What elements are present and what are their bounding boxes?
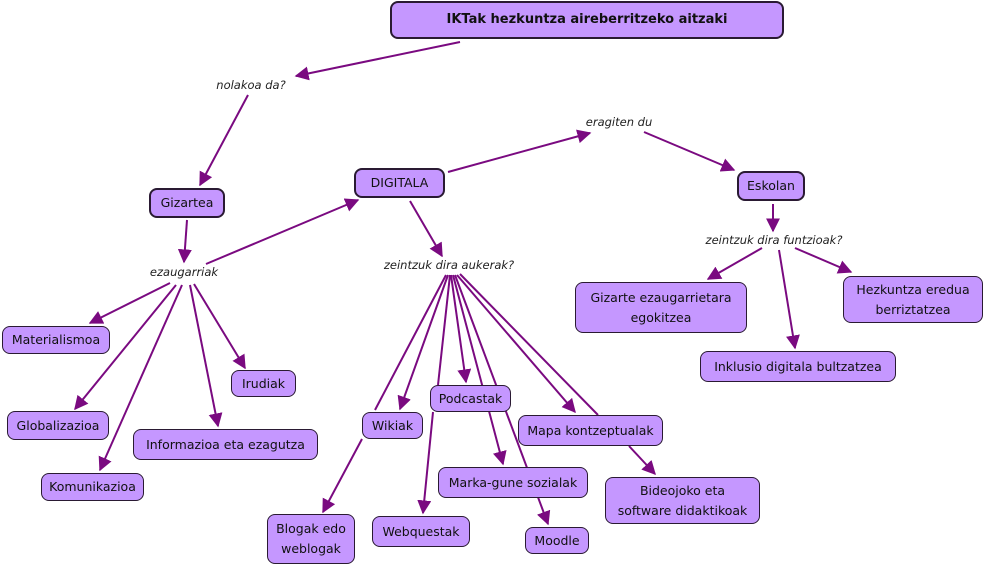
edge-eragiten-eskolan xyxy=(643,131,736,172)
edge-aukerak-webquestak-1 xyxy=(437,274,451,386)
node-wikiak[interactable]: Wikiak xyxy=(362,412,423,439)
edge-aukerak-wikiak xyxy=(397,274,449,411)
node-irudiak[interactable]: Irudiak xyxy=(231,370,296,397)
node-materialismoa[interactable]: Materialismoa xyxy=(2,326,110,354)
edge-nolakoa-gizartea xyxy=(199,94,249,187)
link-zeintzuk-aukerak: zeintzuk dira aukerak? xyxy=(381,258,517,272)
link-ezaugarriak: ezaugarriak xyxy=(147,265,221,279)
link-eragiten-du: eragiten du xyxy=(583,115,655,129)
node-blogak[interactable]: Blogak edo weblogak xyxy=(267,514,355,564)
edge-ezaugarriak-irudiak xyxy=(193,283,246,370)
edge-wikiak-blogak xyxy=(322,438,363,514)
edge-digitala-eragiten xyxy=(447,129,592,173)
node-komunikazioa[interactable]: Komunikazioa xyxy=(41,473,144,501)
edge-root-nolakoa xyxy=(294,41,461,81)
node-inklusio-digitala[interactable]: Inklusio digitala bultzatzea xyxy=(700,351,896,382)
node-webquestak[interactable]: Webquestak xyxy=(372,516,470,547)
node-gizarte-egokitzea[interactable]: Gizarte ezaugarrietara egokitzea xyxy=(575,282,747,333)
node-eskolan[interactable]: Eskolan xyxy=(737,171,805,201)
node-marka-gune[interactable]: Marka-gune sozialak xyxy=(438,467,588,498)
node-informazioa[interactable]: Informazioa eta ezagutza xyxy=(133,429,318,460)
node-bideojoko[interactable]: Bideojoko eta software didaktikoak xyxy=(605,477,760,524)
link-zeintzuk-funtzioak: zeintzuk dira funtzioak? xyxy=(703,233,845,247)
edge-digitala-aukerak xyxy=(409,200,443,258)
edge-ezaugarriak-materialismoa xyxy=(88,282,171,324)
node-globalizazioa[interactable]: Globalizazioa xyxy=(7,411,109,440)
edge-podcastak-webquestak xyxy=(417,411,434,515)
edge-ezaugarriak-informazioa xyxy=(189,284,223,428)
link-nolakoa-da: nolakoa da? xyxy=(214,78,288,92)
edge-ezaugarriak-komunikazioa xyxy=(98,284,183,472)
node-hezkuntza-eredua[interactable]: Hezkuntza eredua berriztatzea xyxy=(843,276,983,323)
edge-aukerak-podcastak xyxy=(450,274,472,384)
edge-gizartea-ezaugarriak xyxy=(177,219,192,264)
node-root-title[interactable]: IKTak hezkuntza aireberritzeko aitzaki xyxy=(390,1,784,39)
edge-funtzioak-gizarte xyxy=(706,247,763,280)
node-podcastak[interactable]: Podcastak xyxy=(430,385,511,412)
edge-aukerak-blogak-1 xyxy=(374,274,447,411)
edge-funtzioak-hezkuntza xyxy=(794,247,853,274)
edge-aukerak-bideojoko-1 xyxy=(459,273,599,416)
node-gizartea[interactable]: Gizartea xyxy=(149,188,225,218)
node-digitala[interactable]: DIGITALA xyxy=(354,168,445,198)
edge-aukerak-marka xyxy=(452,274,507,466)
node-mapa-kontzeptualak[interactable]: Mapa kontzeptualak xyxy=(518,415,663,446)
edge-ezaugarriak-digitala xyxy=(205,198,360,265)
edge-funtzioak-inklusio xyxy=(778,249,800,350)
edge-ezaugarriak-globalizazioa xyxy=(74,284,177,411)
edge-aukerak-mapa xyxy=(456,274,576,414)
node-moodle[interactable]: Moodle xyxy=(525,527,589,554)
edge-mapa-bideojoko xyxy=(628,445,656,476)
